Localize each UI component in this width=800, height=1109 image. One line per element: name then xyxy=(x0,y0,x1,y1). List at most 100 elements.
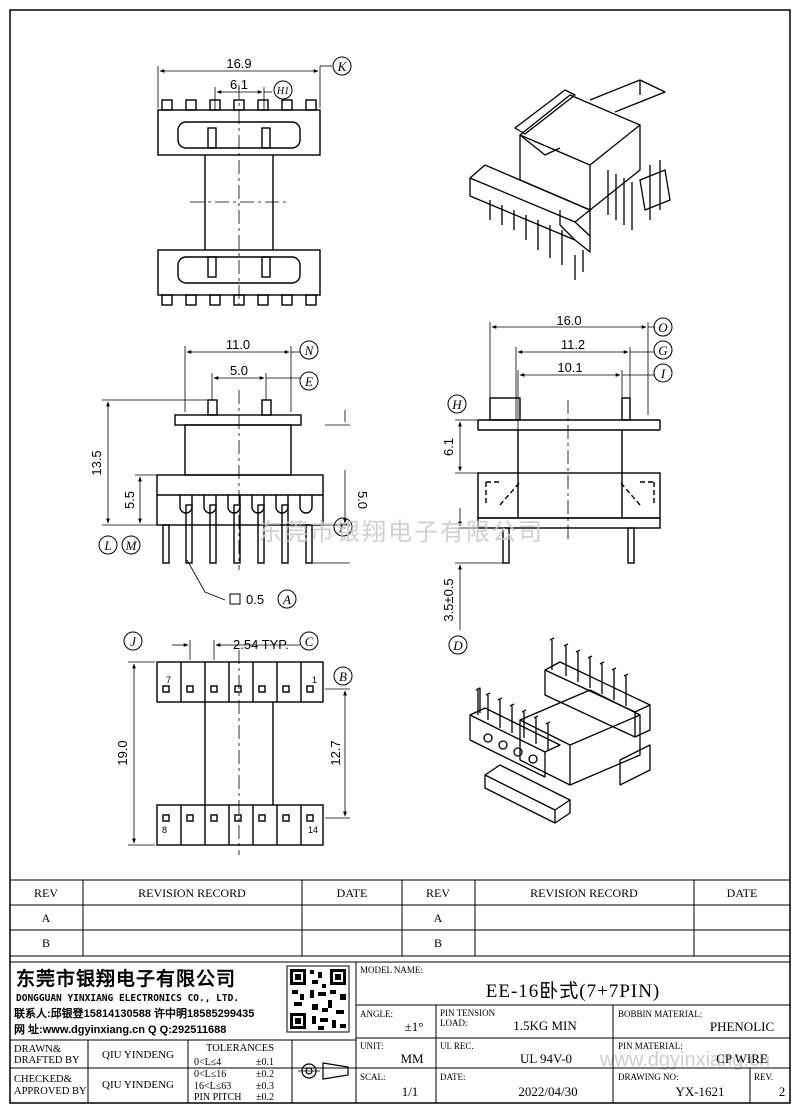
balloon-n-label: N xyxy=(304,343,315,358)
watermark-url: www.dgyinxiang.cn xyxy=(599,1049,770,1071)
balloon-e-label: E xyxy=(304,374,313,389)
drawn-label-2: DRAFTED BY xyxy=(14,1055,80,1066)
drawing-no-value: YX-1621 xyxy=(675,1084,724,1099)
bobbin-material-label: BOBBIN MATERIAL: xyxy=(618,1009,702,1019)
qr-code xyxy=(286,965,350,1033)
dim-pin-square: 0.5 xyxy=(246,592,264,607)
model-label: MODEL NAME: xyxy=(360,965,423,975)
balloon-m-label: M xyxy=(125,538,138,553)
balloon-g-label: G xyxy=(658,343,668,358)
bottom-view-dims xyxy=(128,640,350,846)
tol-row-3-range: 16<L≤63 xyxy=(194,1081,231,1092)
balloon-n xyxy=(299,340,319,360)
date-value: 2022/04/30 xyxy=(518,1084,577,1099)
balloon-j-label: J xyxy=(130,634,137,649)
tolerances-title: TOLERANCES xyxy=(206,1043,274,1054)
balloon-e xyxy=(299,371,319,391)
top-view xyxy=(157,85,321,306)
tol-row-4-value: ±0.2 xyxy=(256,1092,274,1103)
pin-tension-value: 1.5KG MIN xyxy=(513,1018,577,1033)
rev-header-4: REV xyxy=(426,886,450,900)
rev-header-3: DATE xyxy=(337,886,368,900)
side-view-dims xyxy=(455,322,655,630)
rev-header-2: REVISION RECORD xyxy=(138,886,246,900)
rev-row-b-left: B xyxy=(42,936,50,950)
company-web: 网 址:www.dgyinxiang.cn Q Q:292511688 xyxy=(14,1022,226,1036)
pin-label-8: 8 xyxy=(162,825,167,835)
balloon-a xyxy=(277,589,297,609)
angle-label: ANGLE: xyxy=(360,1009,393,1019)
dim-pin-len: 5.0 xyxy=(355,491,370,509)
dim-height-total: 13.5 xyxy=(89,450,104,475)
rev-header-1: REV xyxy=(34,886,58,900)
rev-row-b-right: B xyxy=(434,936,442,950)
date-label: DATE: xyxy=(440,1072,466,1082)
pin-tension-load-label: LOAD: xyxy=(440,1018,468,1028)
balloon-d-label: D xyxy=(452,638,463,653)
unit-label: UNIT: xyxy=(360,1041,384,1051)
dim-width-front: 11.0 xyxy=(226,337,250,352)
company-contact: 联系人:邱银登15814130588 许中明18585299435 xyxy=(14,1006,254,1020)
bobbin-material-value: PHENOLIC xyxy=(710,1019,774,1034)
dim-inner-front: 5.0 xyxy=(230,363,248,378)
scale-label: SCAL: xyxy=(360,1072,386,1082)
pin-label-1: 1 xyxy=(312,675,317,685)
drawing-no-label: DRAWING NO: xyxy=(618,1072,679,1082)
balloon-l xyxy=(98,535,118,555)
rev-label: REV. xyxy=(754,1072,773,1082)
iso-view-top xyxy=(469,79,671,280)
balloon-h1-label: H1 xyxy=(276,86,289,97)
pin-material-value: CP WIRE xyxy=(716,1051,768,1066)
balloon-f xyxy=(333,517,353,537)
checked-label-1: CHECKED& xyxy=(14,1074,72,1085)
scale-value: 1/1 xyxy=(402,1084,419,1099)
balloon-c-label: C xyxy=(305,634,314,649)
balloon-o xyxy=(653,317,673,337)
dim-pin-gap-top: 6.1 xyxy=(230,77,248,92)
tol-row-1-range: 0<L≤4 xyxy=(194,1057,221,1068)
balloon-c xyxy=(299,631,319,651)
balloon-m xyxy=(121,535,141,555)
rev-value: 2 xyxy=(779,1084,786,1099)
pin-label-14: 14 xyxy=(308,825,318,835)
dim-length-bottom: 19.0 xyxy=(115,740,130,765)
company-name-en: DONGGUAN YINXIANG ELECTRONICS CO., LTD. xyxy=(16,993,239,1004)
dim-pitch: 2.54 TYP. xyxy=(233,637,289,652)
checked-label-2: APPROVED BY xyxy=(14,1086,87,1097)
tol-row-2-range: 0<L≤16 xyxy=(194,1069,226,1080)
balloon-k-label: K xyxy=(337,59,348,74)
pin-square-symbol xyxy=(229,593,241,605)
pin-material-label: PIN MATERIAL: xyxy=(618,1041,683,1051)
rev-row-a-right: A xyxy=(434,911,443,925)
dim-height-flange: 5.5 xyxy=(122,491,137,509)
company-name-cn: 东莞市银翔电子有限公司 xyxy=(16,967,236,990)
balloon-b-label: B xyxy=(339,669,347,684)
balloon-j xyxy=(123,631,143,651)
pin-label-7: 7 xyxy=(166,675,171,685)
dim-width-side-inner: 10.1 xyxy=(557,360,582,375)
dim-pin-len-side: 3.5±0.5 xyxy=(441,578,456,621)
balloon-h1 xyxy=(273,80,293,100)
top-view-dims xyxy=(157,65,332,110)
dim-width-side-mid: 11.2 xyxy=(561,337,585,352)
pin-tension-label: PIN TENSION xyxy=(440,1008,496,1018)
title-block-grid xyxy=(9,961,791,1104)
balloon-b xyxy=(333,666,353,686)
rev-header-6: DATE xyxy=(727,886,758,900)
balloon-a-label: A xyxy=(282,592,291,607)
balloon-k xyxy=(332,56,352,76)
iso-view-bottom xyxy=(469,637,651,824)
balloon-d xyxy=(448,635,468,655)
rev-row-a-left: A xyxy=(42,911,51,925)
balloon-g xyxy=(653,340,673,360)
balloon-f-label: F xyxy=(338,520,348,535)
projection-symbol-icon xyxy=(298,1062,349,1080)
dim-width-top: 16.9 xyxy=(226,56,251,71)
drawing-frame xyxy=(9,9,791,1104)
ul-rec-label: UL REC. xyxy=(440,1041,474,1051)
balloon-h xyxy=(447,394,467,414)
rev-header-5: REVISION RECORD xyxy=(530,886,638,900)
drawn-label-1: DRAWN& xyxy=(14,1044,61,1055)
angle-value: ±1° xyxy=(405,1019,424,1034)
